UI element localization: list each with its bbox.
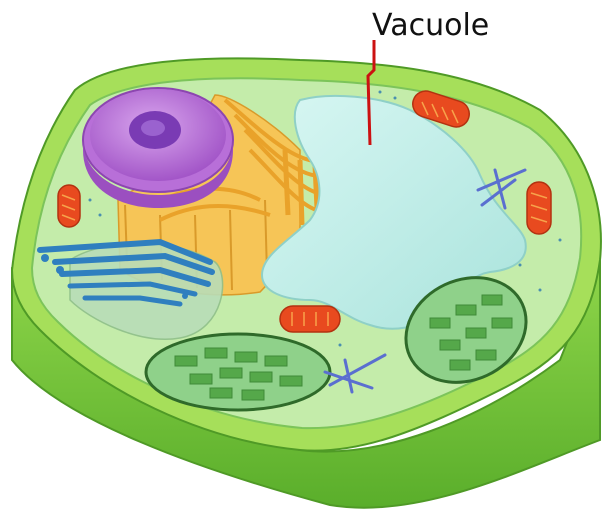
vacuole-label: Vacuole (372, 8, 489, 43)
mitochondrion (58, 185, 80, 227)
mitochondrion (527, 182, 551, 234)
chloroplast (146, 334, 330, 410)
nucleus (83, 88, 233, 208)
mitochondrion (280, 306, 340, 332)
